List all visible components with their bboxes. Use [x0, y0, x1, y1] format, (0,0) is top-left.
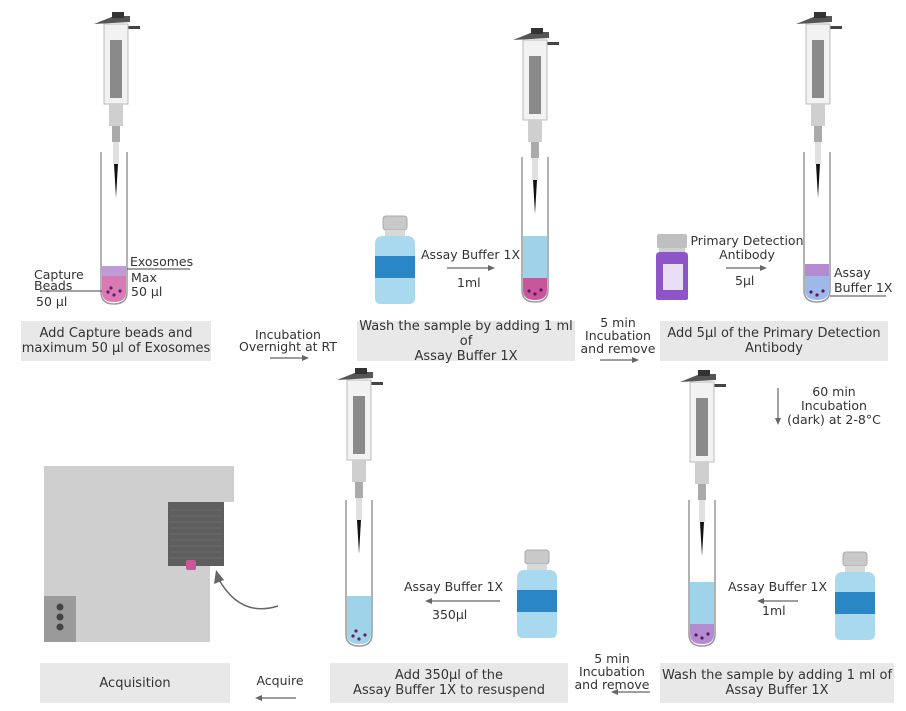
antibody-label: Primary Detection: [690, 233, 804, 248]
step2-reagent-label: Assay Buffer 1X: [421, 247, 521, 262]
step2-pipette: [512, 27, 560, 215]
step6-caption: Acquisition: [40, 663, 230, 703]
exosomes-label: Exosomes: [130, 254, 194, 269]
transition-3-line3: (dark) at 2-8°C: [787, 412, 881, 427]
antibody-vial: [656, 234, 688, 300]
transition-4-line3: and remove: [574, 677, 650, 692]
step2-tube: [521, 157, 549, 303]
step4-reagent-label: Assay Buffer 1X: [728, 579, 828, 594]
step5-tube: [345, 500, 373, 647]
transition-3-line1: 60 min: [812, 384, 856, 399]
step3-tube-label: Assay: [834, 265, 871, 280]
step4-bottle: [834, 551, 876, 641]
transition-4-line1: 5 min: [594, 651, 630, 666]
max-label: Max: [131, 270, 157, 285]
step5-pipette: [336, 367, 384, 555]
capture-volume-label: 50 µl: [36, 294, 68, 309]
transition-3-line2: Incubation: [801, 398, 867, 413]
step5-bottle: [516, 549, 558, 639]
step2-bottle: [374, 215, 416, 305]
transition-5-label: Acquire: [256, 673, 304, 688]
step3-tube-label-2: Buffer 1X: [834, 280, 893, 295]
transition-4-line2: Incubation: [579, 664, 645, 679]
max-volume-label: 50 µl: [131, 284, 163, 299]
transition-2-line1: 5 min: [600, 315, 636, 330]
step1-tube: [40, 152, 190, 305]
transition-1-line2: Overnight at RT: [239, 339, 337, 354]
step2-volume-label: 1ml: [457, 275, 481, 290]
antibody-label-2: Antibody: [719, 247, 775, 262]
transition-1-line1: Incubation: [255, 327, 321, 342]
step4-pipette: [679, 369, 727, 557]
step5-reagent-label: Assay Buffer 1X: [404, 579, 504, 594]
step3-pipette: [795, 11, 843, 199]
step3-tube: [803, 152, 886, 303]
step4-volume-label: 1ml: [762, 603, 786, 618]
capture-beads-label-2: Beads: [34, 278, 73, 293]
step5-volume-label: 350µl: [432, 607, 468, 622]
flow-cytometer-instrument: [44, 466, 279, 642]
capture-beads-label: Capture: [34, 267, 84, 282]
transition-2-line2: Incubation: [585, 328, 651, 343]
step3-volume-label: 5µl: [735, 273, 755, 288]
step4-tube: [688, 500, 716, 647]
transition-2-line3: and remove: [580, 341, 656, 356]
